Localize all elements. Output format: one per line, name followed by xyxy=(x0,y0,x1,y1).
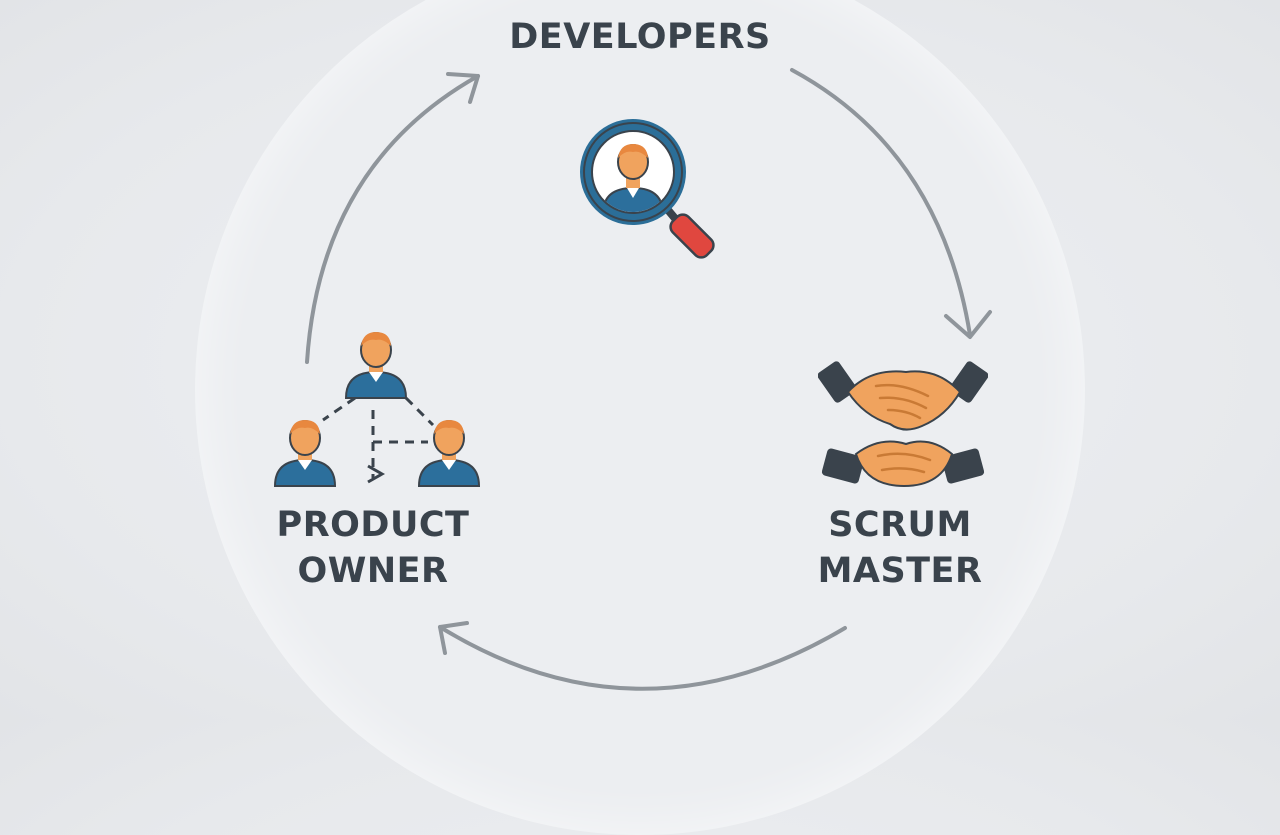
product-owner-label-line1: PRODUCT xyxy=(276,505,470,545)
scrum-master-label: SCRUM MASTER xyxy=(765,502,1035,594)
cycle-arrows xyxy=(305,68,992,691)
product-owner-label: PRODUCT OWNER xyxy=(228,502,518,594)
person-top-icon xyxy=(344,332,408,399)
scrum-master-label-line2: MASTER xyxy=(817,551,983,591)
magnifier-person-icon xyxy=(570,110,730,274)
developers-label-line1: DEVELOPERS xyxy=(509,17,771,57)
arrowhead-scrum-master xyxy=(944,310,992,339)
developers-label: DEVELOPERS xyxy=(440,14,840,60)
person-right-icon xyxy=(417,420,481,487)
arrowhead-developers xyxy=(446,72,480,104)
arrowhead-product-owner xyxy=(438,621,469,655)
arrow-product-owner-to-developers xyxy=(305,74,480,364)
scrum-master-label-line1: SCRUM xyxy=(828,505,972,545)
product-owner-label-line2: OWNER xyxy=(297,551,449,591)
team-hierarchy-icon xyxy=(268,330,488,499)
person-left-icon xyxy=(273,420,337,487)
arrow-scrum-master-to-product-owner xyxy=(438,625,847,691)
arrow-developers-to-scrum-master xyxy=(790,68,972,337)
handshake-icon xyxy=(817,352,989,501)
scrum-roles-diagram: DEVELOPERS xyxy=(195,0,1085,835)
